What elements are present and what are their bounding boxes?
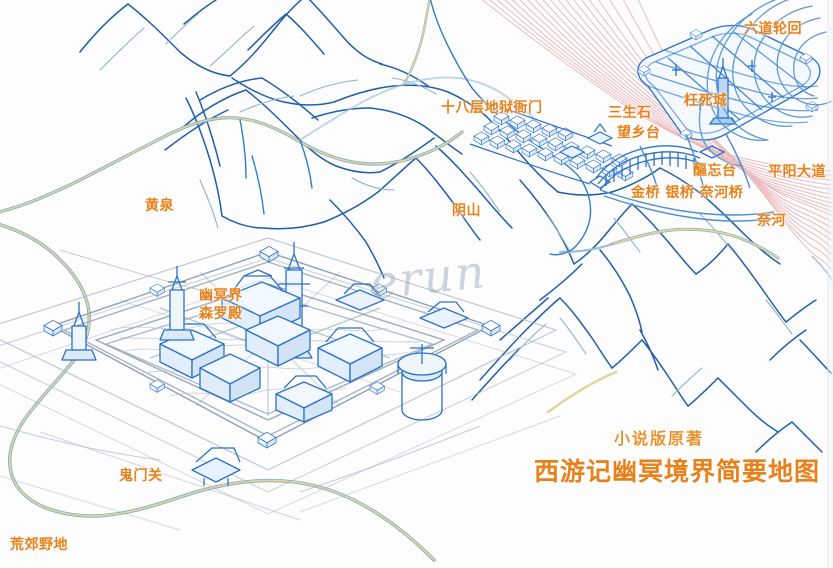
naihe-river-hatching <box>481 0 833 273</box>
three-bridges <box>588 145 726 191</box>
roads <box>599 133 777 222</box>
mountain-contours-light <box>99 13 833 397</box>
liudaolunhui-paths <box>698 0 833 167</box>
plain-paths <box>0 249 481 493</box>
map-title: 西游记幽冥境界简要地图 <box>534 457 821 486</box>
senluo-palace-complex <box>61 242 469 486</box>
page-edge-shadow <box>828 0 833 568</box>
mountain-contours <box>79 0 833 453</box>
sanshengshi-wangxiangtai-markers <box>558 123 614 159</box>
wangsicheng-city <box>637 24 821 141</box>
huangquan-river <box>0 0 780 562</box>
map-subtitle: 小说版原著 <box>614 429 705 448</box>
